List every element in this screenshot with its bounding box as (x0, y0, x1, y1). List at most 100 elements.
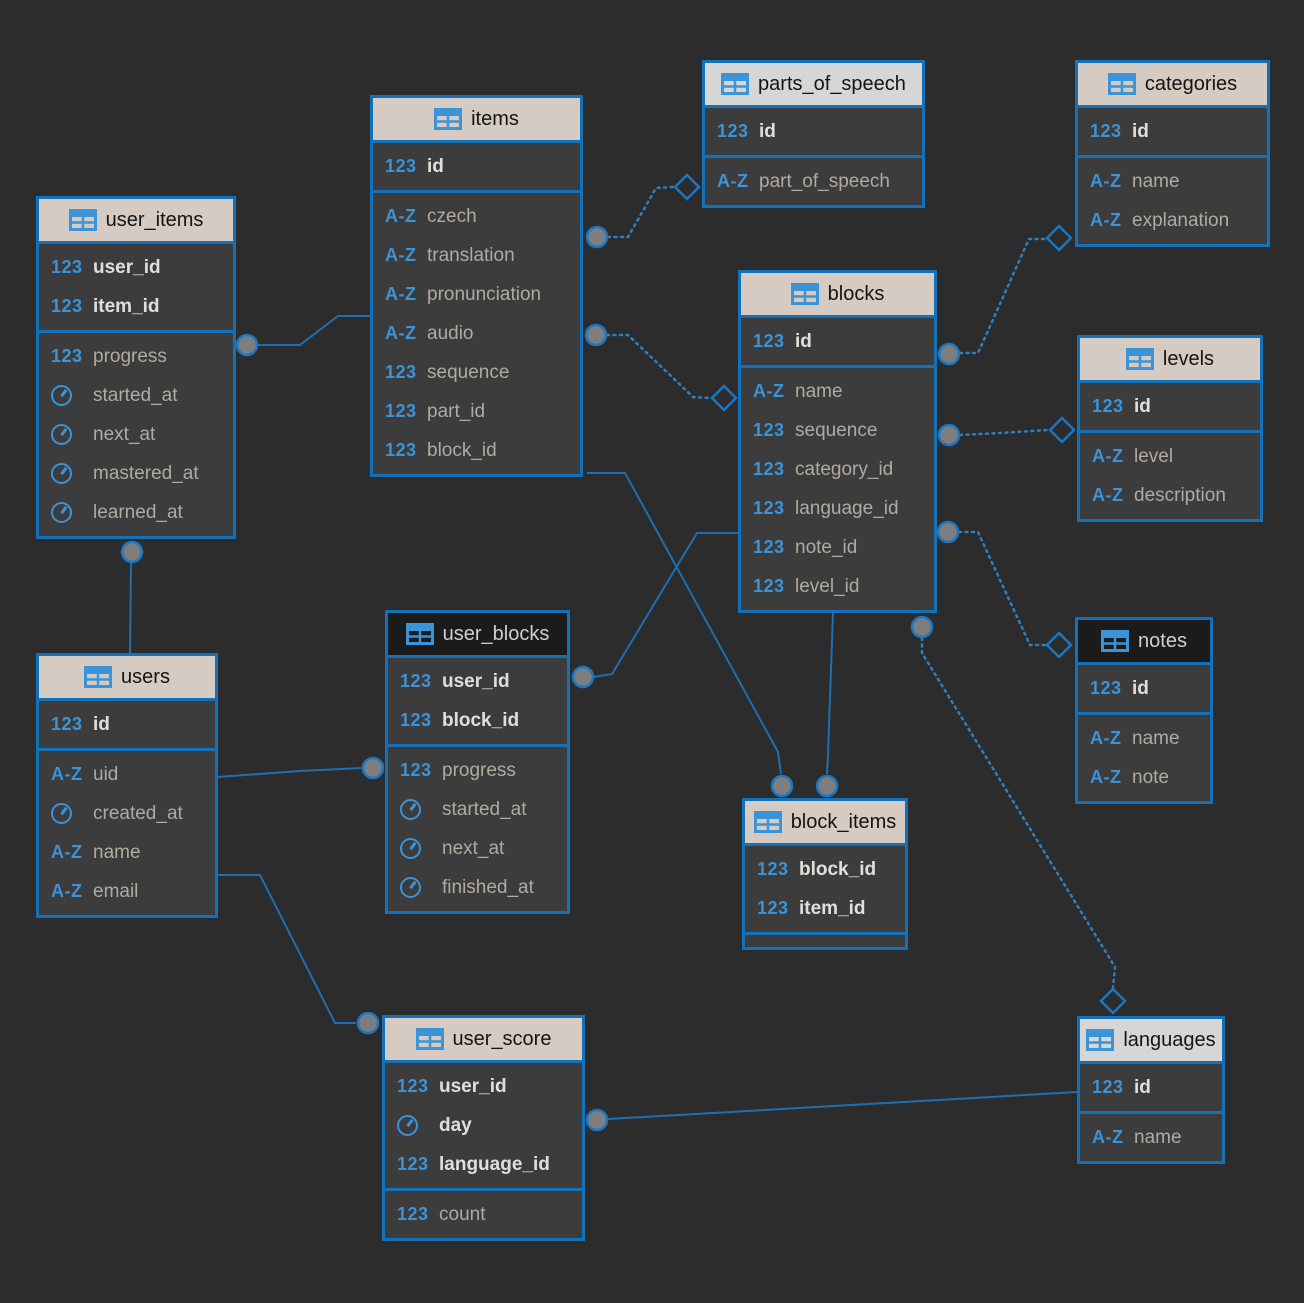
column-name: czech (427, 205, 477, 227)
relationship-endpoint-circle (937, 342, 961, 366)
column-next_at[interactable]: next_at (388, 829, 567, 868)
number-icon: 123 (400, 671, 432, 691)
table-icon (1125, 348, 1154, 370)
table-header[interactable]: user_items (39, 199, 233, 241)
table-title: categories (1144, 72, 1238, 95)
text-icon: A-Z (385, 284, 417, 304)
column-learned_at[interactable]: learned_at (39, 493, 233, 532)
column-next_at[interactable]: next_at (39, 415, 233, 454)
number-icon: 123 (385, 156, 417, 176)
relationship-user_items-items (235, 315, 370, 357)
table-header[interactable]: parts_of_speech (705, 63, 922, 105)
column-started_at[interactable]: started_at (39, 376, 233, 415)
table-header[interactable]: blocks (741, 273, 934, 315)
table-header[interactable]: notes (1078, 620, 1210, 662)
relationship-user_score-languages (585, 1091, 1078, 1132)
table-header[interactable]: users (39, 656, 215, 698)
column-created_at[interactable]: created_at (39, 794, 215, 833)
table-header[interactable]: languages (1080, 1019, 1222, 1061)
column-mastered_at[interactable]: mastered_at (39, 454, 233, 493)
relationship-endpoint-circle (910, 615, 934, 639)
table-header[interactable]: block_items (745, 801, 905, 843)
table-header[interactable]: levels (1080, 338, 1260, 380)
relationship-user_items-users (120, 540, 144, 654)
column-name: id (1134, 1076, 1151, 1098)
column-name: name (1134, 1126, 1182, 1148)
relationship-line (958, 237, 1047, 355)
table-header[interactable]: user_score (385, 1018, 582, 1060)
number-icon: 123 (51, 296, 83, 316)
column-finished_at[interactable]: finished_at (388, 868, 567, 907)
column-name: name (1132, 170, 1180, 192)
table-header[interactable]: user_blocks (388, 613, 567, 655)
relationship-line (607, 1091, 1078, 1120)
relationship-blocks-block_items (815, 612, 839, 798)
column-day[interactable]: day (385, 1106, 582, 1145)
column-started_at[interactable]: started_at (388, 790, 567, 829)
table-header[interactable]: items (373, 98, 580, 140)
table-header[interactable]: categories (1078, 63, 1267, 105)
table-icon (753, 811, 782, 833)
column-name: part_id (427, 400, 486, 422)
datetime-icon (397, 1115, 418, 1136)
